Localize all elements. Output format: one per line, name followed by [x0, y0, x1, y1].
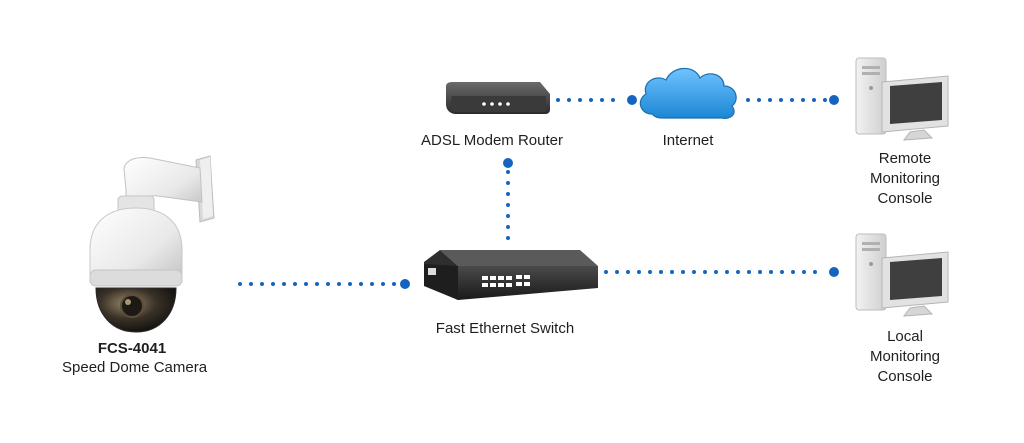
link-endpoint-dot — [627, 95, 637, 105]
network-switch-icon — [424, 250, 598, 300]
link-router-internet — [556, 95, 637, 105]
remote-console-line-1: Remote — [878, 150, 932, 167]
local-console-label: Local Monitoring Console — [850, 327, 960, 387]
link-endpoint-dot — [829, 95, 839, 105]
cloud-icon — [639, 67, 737, 119]
remote-console-line-3: Console — [877, 190, 933, 207]
switch-label: Fast Ethernet Switch — [435, 320, 575, 337]
link-internet-remote-console — [746, 95, 839, 105]
desktop-computer-icon — [855, 57, 949, 141]
link-endpoint-dot — [400, 279, 410, 289]
desktop-computer-icon — [855, 233, 949, 317]
local-console-line-3: Console — [877, 368, 933, 385]
internet-label: Internet — [662, 132, 714, 149]
local-console-line-2: Monitoring — [869, 348, 941, 365]
camera-model-label: FCS-4041 — [97, 340, 167, 357]
link-endpoint-dot — [503, 158, 513, 168]
modem-router-icon — [446, 82, 550, 114]
switch-ports — [482, 275, 530, 287]
speed-dome-camera-icon — [89, 155, 215, 333]
link-endpoint-dot — [829, 267, 839, 277]
link-camera-switch — [238, 279, 410, 289]
local-console-line-1: Local — [887, 328, 923, 345]
remote-console-label: Remote Monitoring Console — [850, 149, 960, 209]
remote-console-line-2: Monitoring — [869, 170, 941, 187]
link-switch-local-console — [604, 267, 839, 277]
link-switch-router — [503, 158, 513, 246]
camera-label: Speed Dome Camera — [62, 359, 208, 376]
router-label: ADSL Modem Router — [420, 132, 563, 149]
